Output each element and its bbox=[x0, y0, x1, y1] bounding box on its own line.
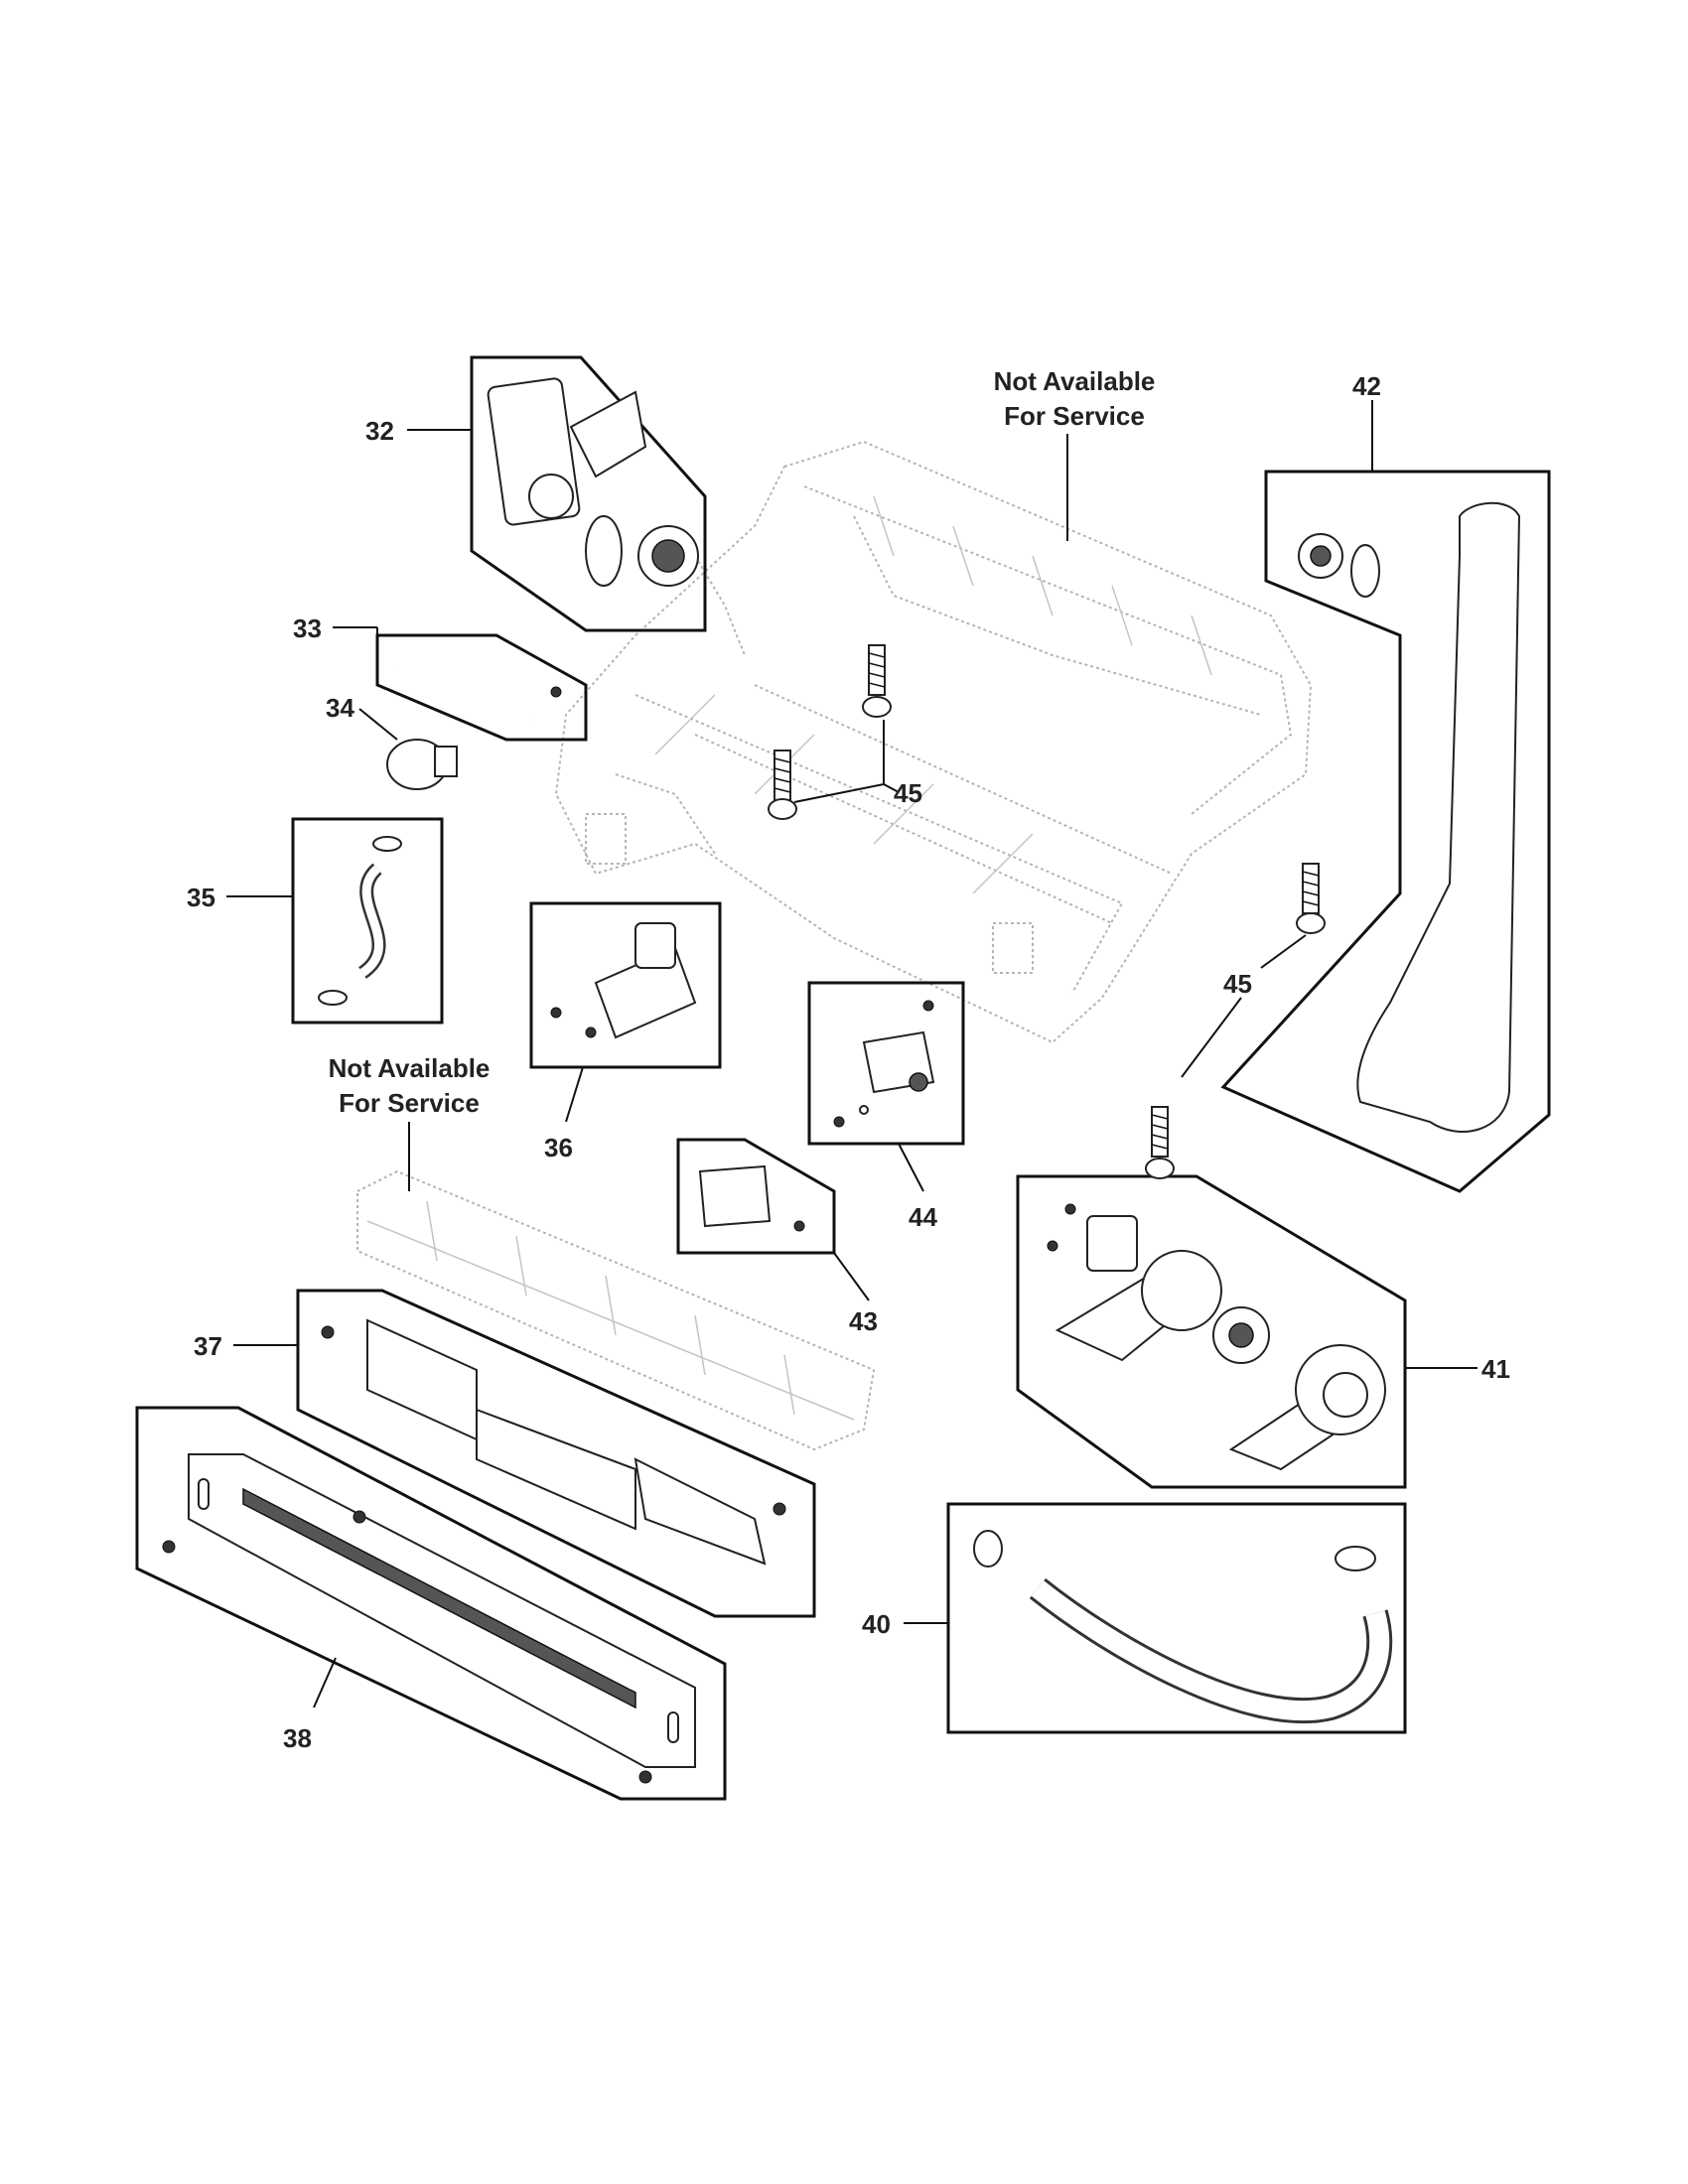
part-44-group: 44 bbox=[807, 981, 965, 1232]
note-top: Not Available For Service bbox=[994, 366, 1156, 541]
part-38-group: 38 bbox=[135, 1406, 727, 1801]
part-45-group: 45 45 bbox=[768, 644, 1326, 1179]
callout-45-upper: 45 bbox=[894, 778, 922, 808]
bracket-icon bbox=[698, 1164, 772, 1228]
access-panel-icon bbox=[366, 1318, 478, 1441]
callout-34: 34 bbox=[326, 693, 354, 723]
part-41-group: 41 bbox=[1016, 1174, 1510, 1489]
part-34-group: 34 bbox=[326, 693, 458, 790]
part-38-box bbox=[135, 1406, 727, 1801]
callout-44: 44 bbox=[909, 1202, 937, 1232]
part-36-box bbox=[529, 901, 722, 1069]
part-32-group: 32 bbox=[365, 355, 707, 632]
part-40-group: 40 bbox=[862, 1502, 1407, 1734]
fan-housing-icon bbox=[1141, 1250, 1222, 1331]
part-37-box bbox=[296, 1289, 816, 1618]
callout-37: 37 bbox=[194, 1331, 222, 1361]
callout-43: 43 bbox=[849, 1306, 878, 1336]
callout-32: 32 bbox=[365, 416, 394, 446]
part-33-group: 33 bbox=[293, 614, 588, 742]
part-36-group: 36 bbox=[529, 901, 722, 1162]
part-42-group: 42 bbox=[1220, 371, 1551, 1193]
part-33-box bbox=[375, 633, 588, 742]
part-41-box bbox=[1016, 1174, 1407, 1489]
note-top-line1: Not Available bbox=[994, 366, 1156, 396]
part-32-box bbox=[470, 355, 707, 632]
callout-41: 41 bbox=[1481, 1354, 1510, 1384]
vent-motor-icon bbox=[1086, 1215, 1138, 1272]
part-35-box bbox=[291, 817, 444, 1024]
leveling-leg-icon-3 bbox=[1296, 863, 1326, 934]
callout-45-lower: 45 bbox=[1223, 969, 1252, 999]
note-left-line2: For Service bbox=[339, 1088, 480, 1118]
clamp-icon-2 bbox=[1335, 1546, 1376, 1571]
callout-42: 42 bbox=[1352, 371, 1381, 401]
drain-hose-icon bbox=[396, 654, 532, 721]
note-left: Not Available For Service bbox=[329, 1053, 491, 1191]
note-left-line1: Not Available bbox=[329, 1053, 491, 1083]
side-rail-icon bbox=[1356, 501, 1521, 1133]
part-44-box bbox=[807, 981, 965, 1146]
part-35-group: 35 bbox=[187, 817, 444, 1024]
part-43-group: 43 bbox=[676, 1138, 878, 1336]
part-42-box bbox=[1220, 470, 1551, 1193]
ring-icon bbox=[1350, 544, 1380, 598]
callout-38: 38 bbox=[283, 1723, 312, 1753]
callout-36: 36 bbox=[544, 1133, 573, 1162]
part-40-box bbox=[946, 1502, 1407, 1734]
note-top-line2: For Service bbox=[1004, 401, 1145, 431]
leveling-leg-icon bbox=[862, 644, 892, 718]
part-37-group: 37 bbox=[194, 1289, 816, 1618]
leveling-leg-icon-4 bbox=[1145, 1106, 1175, 1179]
toe-grille-ghost bbox=[356, 1169, 876, 1451]
callout-35: 35 bbox=[187, 883, 215, 912]
leveling-leg-icon-2 bbox=[768, 750, 797, 820]
o-ring-icon bbox=[585, 515, 623, 587]
clamp-icon bbox=[973, 1530, 1003, 1568]
callout-33: 33 bbox=[293, 614, 322, 643]
callout-40: 40 bbox=[862, 1609, 891, 1639]
